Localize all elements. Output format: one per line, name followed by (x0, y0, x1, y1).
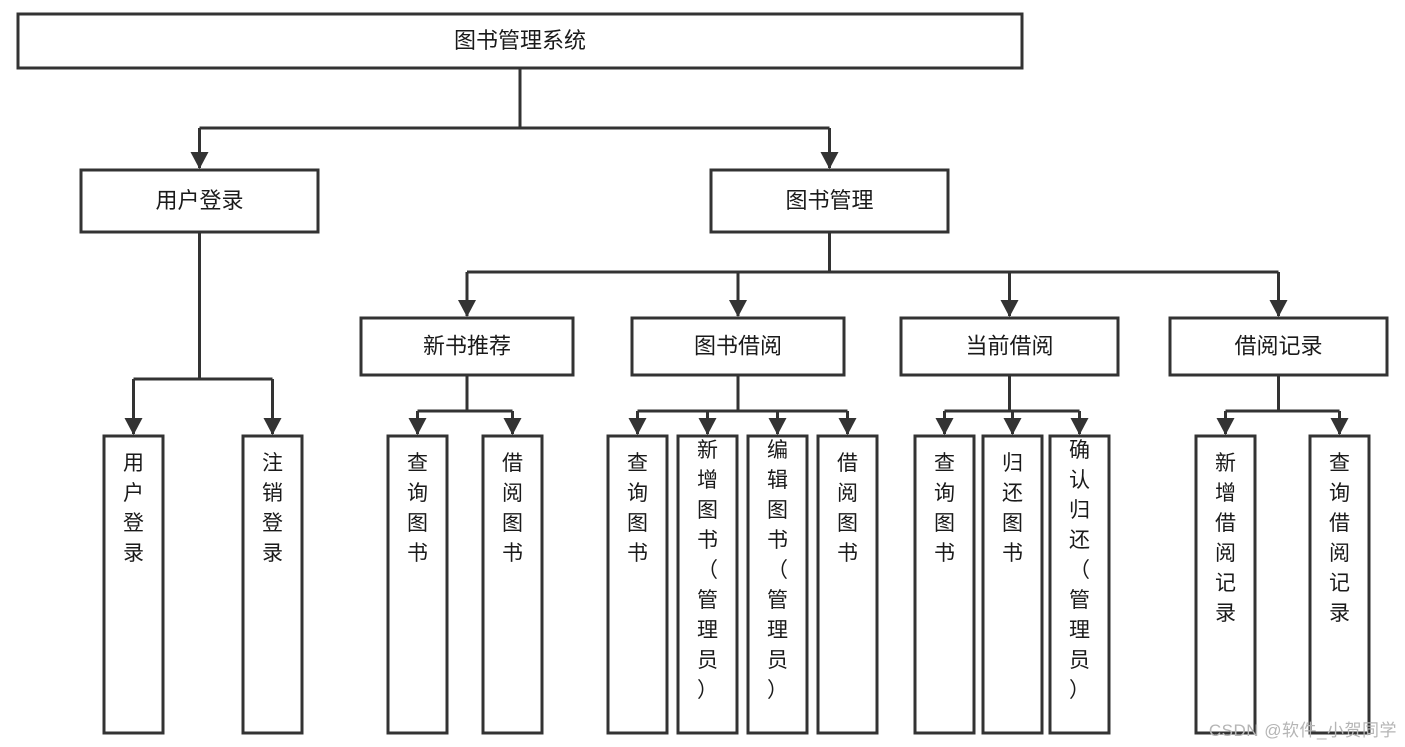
node-label-book-manage: 图书管理 (785, 188, 873, 213)
node-box-leaf-borrow-book-1 (481, 434, 544, 735)
arrow-head-icon (263, 418, 282, 435)
node-label-leaf-user-login: 用户登录 (123, 452, 144, 565)
node-label-root: 图书管理系统 (454, 28, 586, 53)
node-box-leaf-confirm-return (1048, 434, 1111, 735)
node-label-leaf-add-borrow-record: 新增借阅记录 (1215, 452, 1236, 625)
node-label-leaf-edit-book: 编辑图书（管理员） (767, 439, 788, 702)
arrow-head-icon (838, 418, 857, 435)
node-label-borrow-record: 借阅记录 (1234, 333, 1322, 358)
node-label-leaf-query-book-3: 查询图书 (934, 452, 955, 565)
arrow-head-icon (729, 300, 747, 317)
node-box-leaf-logout-login (241, 434, 304, 735)
node-box-leaf-add-book (676, 434, 739, 735)
node-label-leaf-borrow-book-2: 借阅图书 (837, 452, 858, 565)
node-label-new-book-recommend: 新书推荐 (423, 333, 511, 358)
arrow-head-icon (1330, 418, 1349, 435)
arrow-head-icon (408, 418, 427, 435)
node-box-user-login (79, 168, 320, 234)
node-box-book-borrow (630, 316, 846, 377)
node-label-leaf-borrow-book-1: 借阅图书 (502, 452, 523, 565)
node-box-leaf-query-book-3 (913, 434, 976, 735)
node-label-leaf-query-book-1: 查询图书 (407, 452, 428, 565)
node-label-leaf-query-borrow-record: 查询借阅记录 (1329, 452, 1350, 625)
node-root[interactable]: 图书管理系统 (16, 12, 1024, 70)
node-box-new-book-recommend (359, 316, 575, 377)
arrow-head-icon (1000, 300, 1019, 317)
nodes-layer: 图书管理系统用户登录图书管理新书推荐图书借阅当前借阅借阅记录用户登录注销登录查询… (16, 12, 1389, 735)
node-label-current-borrow: 当前借阅 (965, 333, 1053, 358)
arrow-head-icon (124, 418, 143, 435)
arrow-head-icon (1216, 418, 1235, 435)
arrow-head-icon (698, 418, 717, 435)
node-box-leaf-edit-book (746, 434, 809, 735)
arrow-head-icon (1070, 418, 1089, 435)
node-current-borrow[interactable]: 当前借阅 (899, 316, 1120, 377)
node-book-manage[interactable]: 图书管理 (709, 168, 950, 234)
arrow-head-icon (628, 418, 647, 435)
node-leaf-confirm-return[interactable]: 确认归还（管理员） (1048, 434, 1111, 735)
arrow-head-icon (190, 152, 209, 169)
arrow-head-icon (503, 418, 522, 435)
node-leaf-edit-book[interactable]: 编辑图书（管理员） (746, 434, 809, 735)
arrow-head-icon (1269, 300, 1288, 317)
node-leaf-return-book[interactable]: 归还图书 (981, 434, 1044, 735)
node-box-current-borrow (899, 316, 1120, 377)
node-box-leaf-query-borrow-record (1308, 434, 1371, 735)
arrow-head-icon (820, 152, 839, 169)
node-new-book-recommend[interactable]: 新书推荐 (359, 316, 575, 377)
node-leaf-borrow-book-2[interactable]: 借阅图书 (816, 434, 879, 735)
node-user-login[interactable]: 用户登录 (79, 168, 320, 234)
node-box-leaf-return-book (981, 434, 1044, 735)
node-leaf-logout-login[interactable]: 注销登录 (241, 434, 304, 735)
node-box-book-manage (709, 168, 950, 234)
node-borrow-record[interactable]: 借阅记录 (1168, 316, 1389, 377)
node-leaf-query-book-1[interactable]: 查询图书 (386, 434, 449, 735)
node-box-leaf-add-borrow-record (1194, 434, 1257, 735)
node-leaf-query-borrow-record[interactable]: 查询借阅记录 (1308, 434, 1371, 735)
node-leaf-user-login[interactable]: 用户登录 (102, 434, 165, 735)
connectors-layer (124, 68, 1349, 435)
node-leaf-borrow-book-1[interactable]: 借阅图书 (481, 434, 544, 735)
node-label-user-login: 用户登录 (155, 188, 243, 213)
node-leaf-query-book-3[interactable]: 查询图书 (913, 434, 976, 735)
arrow-head-icon (1003, 418, 1022, 435)
arrow-head-icon (458, 300, 476, 317)
node-box-borrow-record (1168, 316, 1389, 377)
node-leaf-query-book-2[interactable]: 查询图书 (606, 434, 669, 735)
node-label-leaf-return-book: 归还图书 (1002, 452, 1023, 565)
node-label-book-borrow: 图书借阅 (694, 333, 782, 358)
node-label-leaf-add-book: 新增图书（管理员） (697, 439, 718, 702)
node-box-leaf-user-login (102, 434, 165, 735)
node-label-leaf-logout-login: 注销登录 (262, 452, 283, 565)
node-box-leaf-borrow-book-2 (816, 434, 879, 735)
node-box-leaf-query-book-1 (386, 434, 449, 735)
node-box-leaf-query-book-2 (606, 434, 669, 735)
node-box-root (16, 12, 1024, 70)
node-leaf-add-book[interactable]: 新增图书（管理员） (676, 434, 739, 735)
arrow-head-icon (935, 418, 954, 435)
arrow-head-icon (768, 418, 787, 435)
node-book-borrow[interactable]: 图书借阅 (630, 316, 846, 377)
node-label-leaf-query-book-2: 查询图书 (627, 452, 648, 565)
node-label-leaf-confirm-return: 确认归还（管理员） (1069, 439, 1090, 702)
node-leaf-add-borrow-record[interactable]: 新增借阅记录 (1194, 434, 1257, 735)
